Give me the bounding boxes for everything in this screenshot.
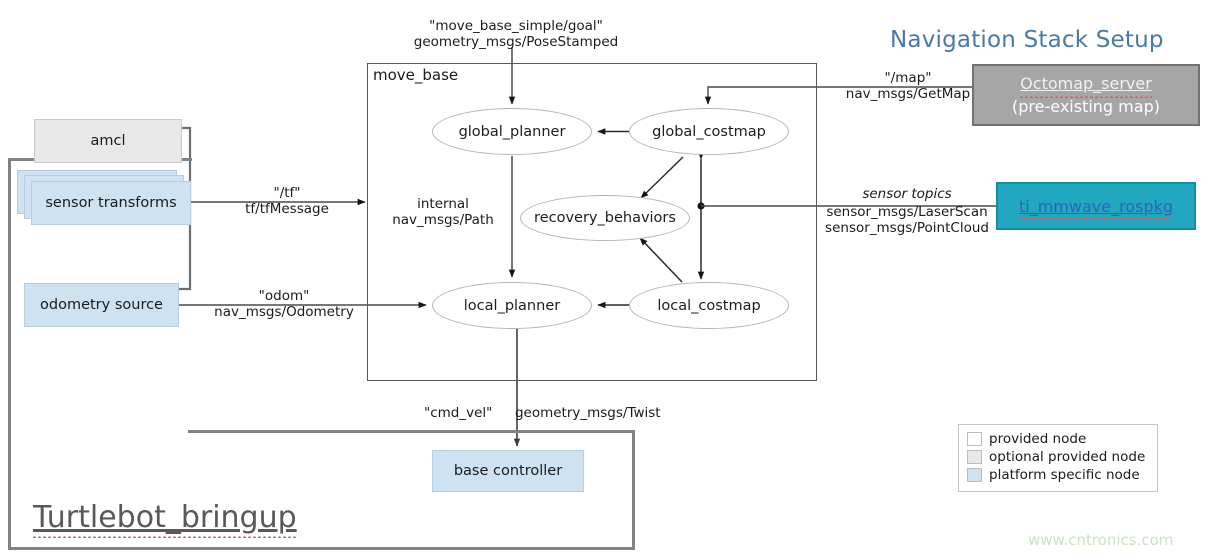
topic-goal-name: "move_base_simple/goal" (429, 18, 603, 34)
node-sensor-transforms[interactable]: sensor transforms (17, 170, 195, 236)
watermark: www.cntronics.com (1028, 531, 1174, 549)
node-recovery-behaviors[interactable]: recovery_behaviors (520, 195, 690, 241)
node-local-planner[interactable]: local_planner (432, 282, 592, 329)
node-global-planner-label: global_planner (458, 123, 566, 140)
move-base-container (367, 63, 817, 381)
node-ti-mmwave-rospkg[interactable]: ti_mmwave_rospkg (996, 182, 1196, 230)
node-odometry-source[interactable]: odometry source (24, 283, 179, 327)
topic-cmdvel-name: "cmd_vel" (424, 405, 493, 421)
topic-sensor-type2: sensor_msgs/PointCloud (825, 220, 989, 237)
node-amcl[interactable]: amcl (34, 119, 182, 163)
legend-item-provided: provided node (967, 430, 1148, 448)
topic-odom-name: "odom" (258, 288, 310, 304)
topic-cmdvel-type: geometry_msgs/Twist (514, 405, 661, 421)
node-global-planner[interactable]: global_planner (432, 108, 592, 155)
legend-label-optional: optional provided node (989, 449, 1146, 465)
turtlebot-bringup-container-bridge (188, 430, 635, 434)
topic-goal-type: geometry_msgs/PoseStamped (413, 34, 619, 51)
turtlebot-bringup-caption: Turtlebot_bringup (33, 500, 297, 538)
node-local-costmap-label: local_costmap (657, 297, 761, 314)
move-base-title: move_base (373, 66, 459, 84)
topic-map-label: "/map" nav_msgs/GetMap (846, 70, 970, 103)
topic-internal-type: nav_msgs/Path (392, 212, 494, 229)
node-octomap-server[interactable]: Octomap_server (pre-existing map) (972, 64, 1200, 126)
node-global-costmap[interactable]: global_costmap (629, 108, 789, 155)
legend-item-platform: platform specific node (967, 466, 1148, 484)
node-base-controller[interactable]: base controller (432, 450, 584, 492)
page-title: Navigation Stack Setup (890, 27, 1164, 53)
topic-goal-label: "move_base_simple/goal" geometry_msgs/Po… (414, 18, 619, 51)
node-recovery-behaviors-label: recovery_behaviors (534, 210, 676, 226)
node-global-costmap-label: global_costmap (652, 123, 766, 140)
topic-tf-name: "/tf" (273, 185, 301, 201)
legend-item-optional: optional provided node (967, 448, 1148, 466)
legend: provided node optional provided node pla… (958, 424, 1158, 492)
topic-tf-label: "/tf" tf/tfMessage (245, 185, 329, 218)
node-odometry-source-label: odometry source (40, 296, 163, 313)
node-base-controller-label: base controller (453, 462, 563, 479)
turtlebot-bringup-container-lower (8, 430, 635, 550)
legend-label-provided: provided node (989, 431, 1087, 447)
node-sensor-transforms-label: sensor transforms (45, 195, 177, 211)
topic-map-name: "/map" (884, 70, 932, 86)
topic-sensor-types: sensor_msgs/LaserScan sensor_msgs/PointC… (825, 204, 989, 237)
topic-map-type: nav_msgs/GetMap (845, 86, 971, 103)
legend-swatch-provided (967, 432, 982, 446)
legend-swatch-optional (967, 450, 982, 464)
topic-odom-label: "odom" nav_msgs/Odometry (214, 288, 354, 321)
octomap-server-subtitle: (pre-existing map) (1012, 97, 1160, 116)
node-amcl-label: amcl (90, 132, 126, 149)
legend-swatch-platform (967, 468, 982, 482)
topic-sensor-type1: sensor_msgs/LaserScan (826, 204, 988, 220)
topic-tf-type: tf/tfMessage (245, 201, 329, 218)
octomap-server-name: Octomap_server (1020, 72, 1152, 99)
topic-cmdvel-label: "cmd_vel" geometry_msgs/Twist (424, 405, 661, 421)
topic-internal-label: internal nav_msgs/Path (392, 196, 494, 229)
ti-mmwave-rospkg-name: ti_mmwave_rospkg (1018, 196, 1174, 219)
node-local-planner-label: local_planner (463, 297, 561, 314)
sensor-transforms-sheet-front: sensor transforms (31, 181, 191, 225)
turtlebot-bringup-text: Turtlebot_bringup (33, 500, 297, 538)
topic-odom-type: nav_msgs/Odometry (214, 304, 354, 321)
topic-sensor-name: sensor topics (862, 186, 952, 202)
topic-internal-name: internal (417, 196, 469, 212)
node-local-costmap[interactable]: local_costmap (629, 282, 789, 329)
legend-label-platform: platform specific node (989, 467, 1140, 483)
